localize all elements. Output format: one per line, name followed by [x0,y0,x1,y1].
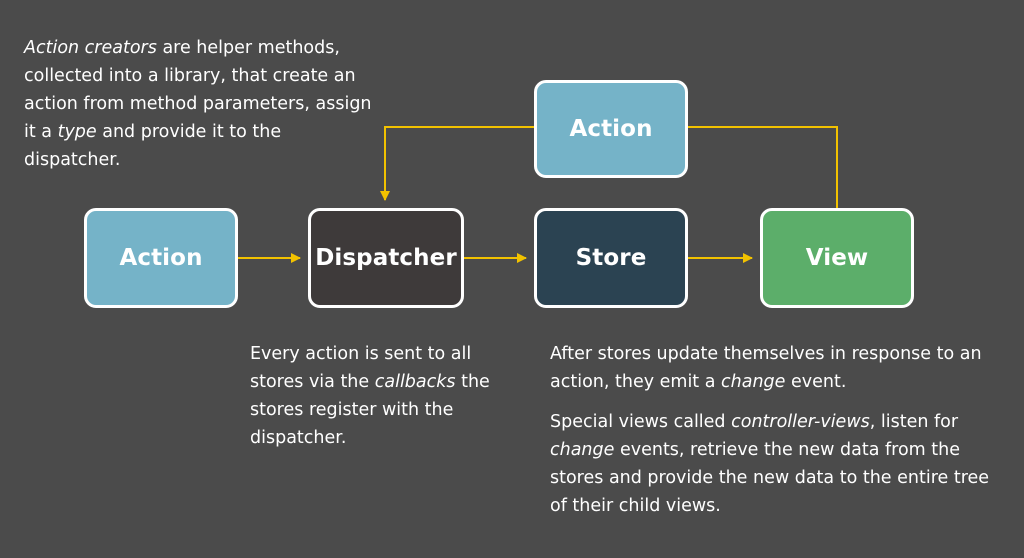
dispatcher-text-2: the stores register with the dispatcher. [250,372,490,448]
view-to-action-line [688,126,838,208]
controller-views-emphasis-2: change [550,440,615,460]
controller-views-text-3: events, retrieve the new data from the s… [550,440,990,516]
stores-text-1: After stores update themselves in respon… [550,344,982,392]
controller-views-text-2: , listen for [869,412,959,432]
action-node-top: Action [534,80,688,178]
stores-paragraph: After stores update themselves in respon… [550,340,1000,396]
view-node-label: View [805,245,869,271]
controller-views-emphasis: controller-views [731,412,870,432]
stores-emphasis: change [721,372,786,392]
dispatcher-emphasis: callbacks [374,372,456,392]
action-creators-text-2: and provide it to the dispatcher. [24,122,282,170]
dispatcher-node: Dispatcher [308,208,464,308]
dispatcher-paragraph: Every action is sent to all stores via t… [250,340,525,452]
action-creators-emphasis-2: type [57,122,97,142]
action-node: Action [84,208,238,308]
store-node: Store [534,208,688,308]
view-node: View [760,208,914,308]
store-node-label: Store [575,245,647,271]
action-to-dispatcher-feedback-arrow [380,126,534,201]
action-creators-note: Action creators are helper methods, coll… [24,34,374,174]
controller-views-text-1: Special views called [550,412,732,432]
stores-text-2: event. [785,372,847,392]
stores-note: After stores update themselves in respon… [550,340,1000,396]
action-creators-paragraph: Action creators are helper methods, coll… [24,34,374,174]
dispatcher-text-1: Every action is sent to all stores via t… [250,344,472,392]
action-node-top-label: Action [569,116,653,142]
dispatcher-note: Every action is sent to all stores via t… [250,340,525,452]
dispatcher-node-label: Dispatcher [315,245,457,271]
controller-views-note: Special views called controller-views, l… [550,408,1000,520]
controller-views-paragraph: Special views called controller-views, l… [550,408,1000,520]
action-creators-text-1: are helper methods, collected into a lib… [24,38,372,142]
action-node-label: Action [119,245,203,271]
action-creators-emphasis: Action creators [24,38,157,58]
